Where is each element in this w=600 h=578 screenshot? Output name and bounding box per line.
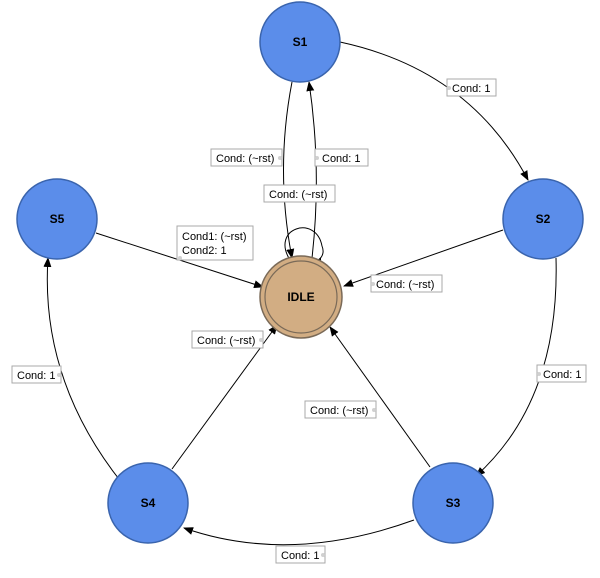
label-s5-idle: Cond1: (~rst) Cond2: 1 — [176, 225, 254, 261]
state-s1[interactable]: S1 — [259, 1, 341, 83]
state-s3-label: S3 — [446, 496, 461, 510]
label-s3-s4: Cond: 1 — [275, 545, 326, 564]
label-s4-idle: Cond: (~rst) — [191, 330, 264, 349]
state-idle-inner-ring — [264, 260, 338, 334]
label-idle-self: Cond: (~rst) — [263, 184, 336, 203]
label-idle-s1: Cond: 1 — [314, 148, 369, 167]
label-s1-s2-text: Cond: 1 — [452, 83, 491, 95]
edge-s3-s4 — [183, 519, 415, 546]
state-s5-label: S5 — [50, 212, 65, 226]
edge-s4-s5 — [43, 257, 123, 484]
edge-idle-s1 — [306, 81, 317, 259]
label-s5-idle-line2: Cond2: 1 — [182, 245, 227, 257]
label-s3-idle-text: Cond: (~rst) — [310, 405, 368, 417]
edge-s4-idle — [171, 324, 278, 470]
label-s2-s3-text: Cond: 1 — [543, 369, 582, 381]
state-s2[interactable]: S2 — [502, 178, 584, 260]
label-s5-idle-line1: Cond1: (~rst) — [182, 231, 247, 243]
label-s1-idle: Cond: (~rst) — [210, 148, 283, 167]
edge-s2-s3 — [475, 257, 557, 477]
label-idle-s1-text: Cond: 1 — [322, 153, 361, 165]
state-s5-circle — [16, 178, 98, 260]
label-s2-idle: Cond: (~rst) — [370, 274, 443, 293]
state-idle-outer-ring — [259, 255, 343, 339]
label-s4-s5: Cond: 1 — [11, 365, 62, 384]
label-idle-self-text: Cond: (~rst) — [269, 189, 327, 201]
edge-s1-idle — [283, 81, 295, 259]
state-s4-label: S4 — [141, 496, 156, 510]
state-idle-label: IDLE — [287, 290, 314, 304]
label-s4-s5-text: Cond: 1 — [17, 370, 56, 382]
state-s1-circle — [259, 1, 341, 83]
state-s4-circle — [107, 462, 189, 544]
label-s2-s3: Cond: 1 — [536, 364, 587, 383]
state-s3-circle — [412, 462, 494, 544]
state-s2-circle — [502, 178, 584, 260]
label-s1-idle-text: Cond: (~rst) — [216, 153, 274, 165]
label-s1-s2: Cond: 1 — [446, 78, 497, 97]
label-s2-idle-text: Cond: (~rst) — [376, 279, 434, 291]
state-s3[interactable]: S3 — [412, 462, 494, 544]
state-s5[interactable]: S5 — [16, 178, 98, 260]
label-s3-s4-text: Cond: 1 — [281, 550, 320, 562]
state-s2-label: S2 — [536, 212, 551, 226]
label-s3-idle: Cond: (~rst) — [304, 400, 377, 419]
label-s4-idle-text: Cond: (~rst) — [197, 335, 255, 347]
state-s1-label: S1 — [293, 35, 308, 49]
state-idle[interactable]: IDLE — [259, 255, 343, 339]
edge-s3-idle — [329, 326, 431, 468]
state-s4[interactable]: S4 — [107, 462, 189, 544]
